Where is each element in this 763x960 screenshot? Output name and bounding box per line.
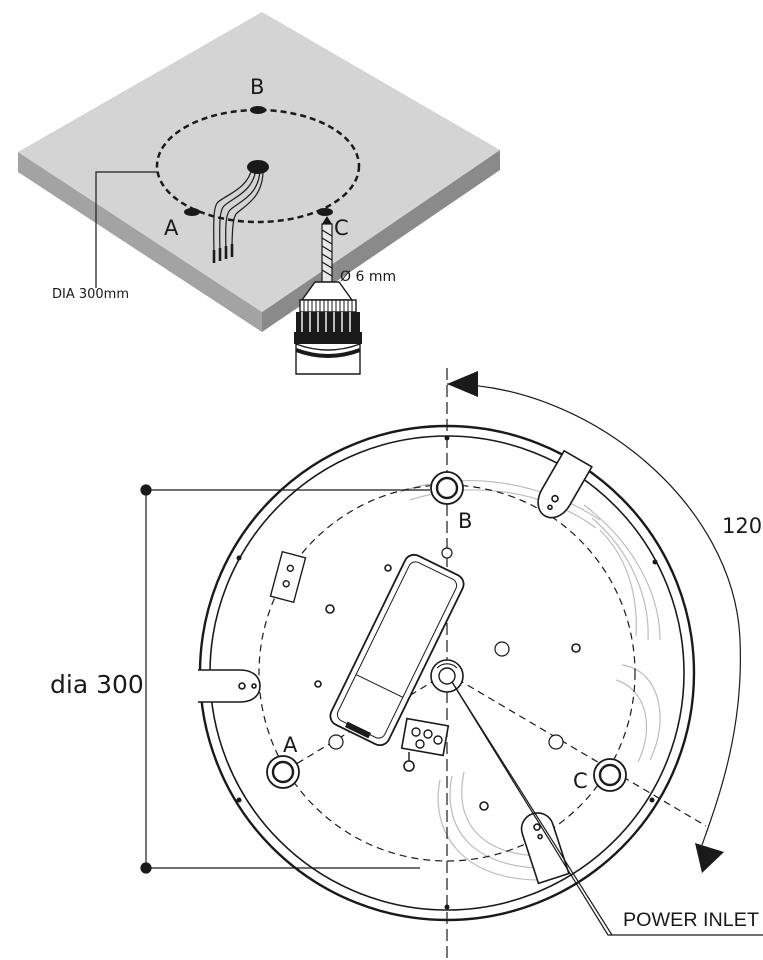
led-driver-box bbox=[329, 553, 465, 747]
mount-hole-c bbox=[593, 758, 627, 792]
cable-hole bbox=[247, 160, 269, 174]
base-mounting-circle-dashed bbox=[258, 484, 636, 862]
terminal-block bbox=[400, 717, 450, 772]
mounting-circle-dashed bbox=[155, 108, 361, 224]
angle-arrow-top bbox=[447, 371, 478, 397]
drill-bit-icon bbox=[321, 216, 333, 283]
ceiling-illustration: B A C DIA 300mm Ø 6 mm bbox=[18, 12, 500, 375]
dia-leader bbox=[95, 171, 158, 288]
base-label-c: C bbox=[573, 769, 588, 793]
guide-arcs bbox=[399, 479, 661, 881]
drill-size-label: Ø 6 mm bbox=[340, 269, 396, 285]
plain-holes bbox=[328, 547, 564, 750]
ceiling-diameter-label: DIA 300mm bbox=[52, 287, 129, 302]
screw-holes bbox=[314, 564, 581, 811]
base-label-a: A bbox=[283, 733, 298, 757]
ceiling-label-b: B bbox=[250, 75, 264, 99]
ceiling-hole-b bbox=[250, 106, 266, 114]
clip-top-right bbox=[537, 449, 593, 519]
mount-hole-b bbox=[430, 471, 464, 505]
base-diameter-label: dia 300 bbox=[50, 670, 144, 699]
ceiling-hole-a bbox=[184, 208, 200, 216]
wire-ends bbox=[212, 244, 234, 263]
ceiling-label-a: A bbox=[164, 216, 179, 240]
diameter-dimension bbox=[140, 484, 430, 874]
angle-arrow-bottom bbox=[695, 843, 724, 873]
power-inlet-grommet bbox=[430, 659, 464, 693]
clip-bottom bbox=[520, 812, 570, 885]
power-inlet-label: POWER INLET bbox=[623, 910, 759, 931]
clip-small-left-top bbox=[269, 550, 307, 604]
angle-label: 120 bbox=[722, 514, 762, 538]
power-inlet-leader bbox=[451, 681, 763, 936]
ceiling-side-left bbox=[18, 152, 262, 332]
ceiling-hole-c bbox=[317, 208, 333, 216]
clip-left bbox=[198, 669, 261, 703]
supply-wires bbox=[213, 167, 264, 263]
rim-dots bbox=[236, 435, 658, 910]
mount-hole-a bbox=[266, 755, 300, 789]
centre-to-c-line bbox=[446, 672, 707, 827]
base-plate-illustration: B A C dia 300 120 POWER INLET bbox=[50, 368, 763, 960]
base-label-b: B bbox=[458, 509, 472, 533]
centre-to-a-line bbox=[282, 672, 448, 773]
drill-chuck-icon bbox=[294, 281, 362, 375]
angle-dimension bbox=[446, 371, 742, 873]
ceiling-label-c: C bbox=[334, 216, 349, 240]
